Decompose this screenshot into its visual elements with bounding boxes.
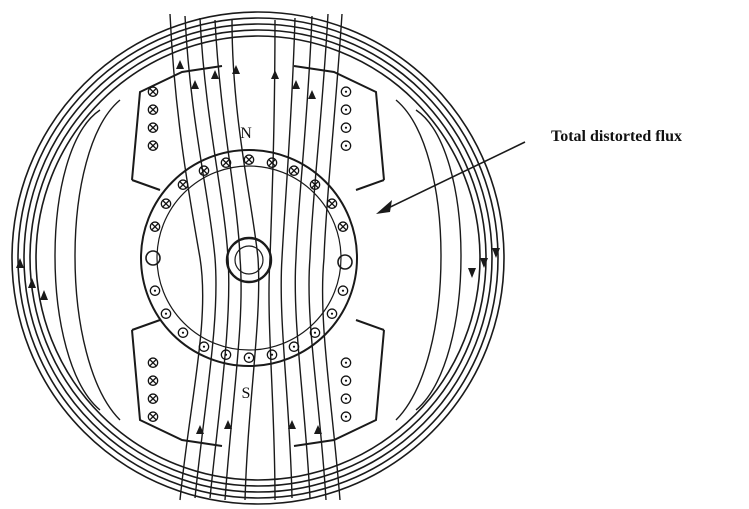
flux-line — [294, 15, 313, 499]
conductor-dot-icon: ⊙ — [242, 348, 256, 367]
armature-inner — [156, 165, 342, 351]
conductor-dot-icon: ⊙ — [339, 389, 353, 408]
conductor-dot-icon: ⊙ — [308, 323, 322, 342]
conductor-cross-icon: ⊗ — [146, 82, 160, 101]
conductor-cross-icon: ⊗ — [146, 353, 160, 372]
flux-line — [280, 17, 296, 499]
arrow-icon — [288, 420, 296, 429]
conductor-cross-icon: ⊗ — [146, 389, 160, 408]
arrow-icon — [196, 425, 204, 434]
conductor-dot-icon: ⊙ — [197, 337, 211, 356]
conductor-dot-icon: ⊙ — [219, 345, 233, 364]
conductor-dot-icon: ⊙ — [339, 136, 353, 155]
arrow-icon — [176, 60, 184, 69]
flux-lines — [54, 13, 462, 501]
conductor-cross-icon: ⊗ — [325, 194, 339, 213]
flux-line — [268, 19, 276, 501]
shaft — [225, 236, 273, 284]
conductor-cross-icon: ⊗ — [197, 161, 211, 180]
north-pole-label: N — [240, 125, 252, 142]
conductor-cross-icon: ⊗ — [146, 118, 160, 137]
flux-line — [308, 13, 329, 501]
conductor-dot-icon: ⊙ — [339, 371, 353, 390]
annotation-pointer — [376, 141, 526, 214]
pole-pieces — [131, 65, 385, 447]
field-coils: ⊗ ⊗ ⊗ ⊗ ⊙ ⊙ ⊙ ⊙ ⊗ ⊗ ⊗ ⊗ ⊙ ⊙ ⊙ ⊙ — [146, 82, 353, 426]
conductor-cross-icon: ⊗ — [159, 194, 173, 213]
conductor-dot-icon: ⊙ — [159, 304, 173, 323]
flux-line — [321, 13, 343, 501]
conductor-cross-icon: ⊗ — [287, 161, 301, 180]
south-pole-shoe — [131, 319, 385, 331]
arrow-icon — [28, 278, 36, 288]
arrow-icon — [376, 200, 392, 214]
arrow-icon — [211, 70, 219, 79]
conductor-cross-icon: ⊗ — [176, 175, 190, 194]
armature-conductors: ⊗ ⊗ ⊗ ⊗ ⊗ ⊗ ⊗ ⊗ ⊗ ⊗ ⊗ ⊙ ⊙ ⊙ ⊙ ⊙ ⊙ ⊙ ⊙ ⊙ … — [148, 150, 350, 367]
flux-line — [214, 19, 242, 501]
flux-line — [231, 19, 260, 501]
conductor-dot-icon: ⊙ — [265, 345, 279, 364]
neutral-conductors — [145, 250, 353, 270]
armature — [140, 149, 358, 367]
conductor-dot-icon: ⊙ — [336, 281, 350, 300]
yoke-ring — [23, 23, 493, 493]
shaft-bore — [234, 245, 264, 275]
arrow-icon — [232, 65, 240, 74]
conductor-cross-icon: ⊗ — [336, 217, 350, 236]
leader-line — [379, 141, 526, 213]
conductor-cross-icon: ⊗ — [146, 136, 160, 155]
north-pole-body — [131, 65, 385, 181]
conductor-dot-icon: ⊙ — [325, 304, 339, 323]
conductor-dot-icon: ⊙ — [148, 281, 162, 300]
north-pole-shoe — [131, 179, 385, 191]
conductor-cross-icon: ⊗ — [308, 175, 322, 194]
conductor-dot-icon: ⊙ — [339, 407, 353, 426]
flux-line — [54, 109, 101, 411]
arrow-icon — [224, 420, 232, 429]
conductor-dot-icon: ⊙ — [339, 118, 353, 137]
conductor-empty-icon — [145, 250, 161, 266]
total-distorted-flux-label: Total distorted flux — [551, 128, 682, 145]
arrow-icon — [191, 80, 199, 89]
armature-outer — [140, 149, 358, 367]
conductor-dot-icon: ⊙ — [176, 323, 190, 342]
arrow-icon — [308, 90, 316, 99]
conductor-dot-icon: ⊙ — [339, 100, 353, 119]
arrow-icon — [16, 258, 24, 268]
arrow-icon — [492, 248, 500, 258]
yoke-ring — [11, 11, 505, 505]
flux-line — [415, 109, 462, 411]
arrow-icon — [314, 425, 322, 434]
conductor-dot-icon: ⊙ — [287, 337, 301, 356]
flux-line — [74, 99, 121, 421]
yoke-ring — [17, 17, 499, 499]
conductor-dot-icon: ⊙ — [339, 353, 353, 372]
flux-line — [395, 99, 442, 421]
arrow-icon — [468, 268, 476, 278]
arrow-icon — [271, 70, 279, 79]
flux-line — [199, 17, 230, 499]
south-pole-body — [131, 329, 385, 447]
arrow-icon — [292, 80, 300, 89]
yoke-flux-arrows — [16, 248, 500, 300]
conductor-cross-icon: ⊗ — [219, 153, 233, 172]
conductor-cross-icon: ⊗ — [242, 150, 256, 169]
conductor-cross-icon: ⊗ — [146, 407, 160, 426]
south-pole-label: S — [242, 385, 251, 402]
conductor-cross-icon: ⊗ — [146, 371, 160, 390]
conductor-empty-icon — [337, 254, 353, 270]
flux-line — [184, 15, 217, 499]
conductor-dot-icon: ⊙ — [339, 82, 353, 101]
flux-direction-arrows — [176, 60, 322, 434]
arrow-icon — [480, 258, 488, 268]
conductor-cross-icon: ⊗ — [265, 153, 279, 172]
flux-line — [169, 13, 204, 501]
arrow-icon — [40, 290, 48, 300]
conductor-cross-icon: ⊗ — [146, 100, 160, 119]
conductor-cross-icon: ⊗ — [148, 217, 162, 236]
